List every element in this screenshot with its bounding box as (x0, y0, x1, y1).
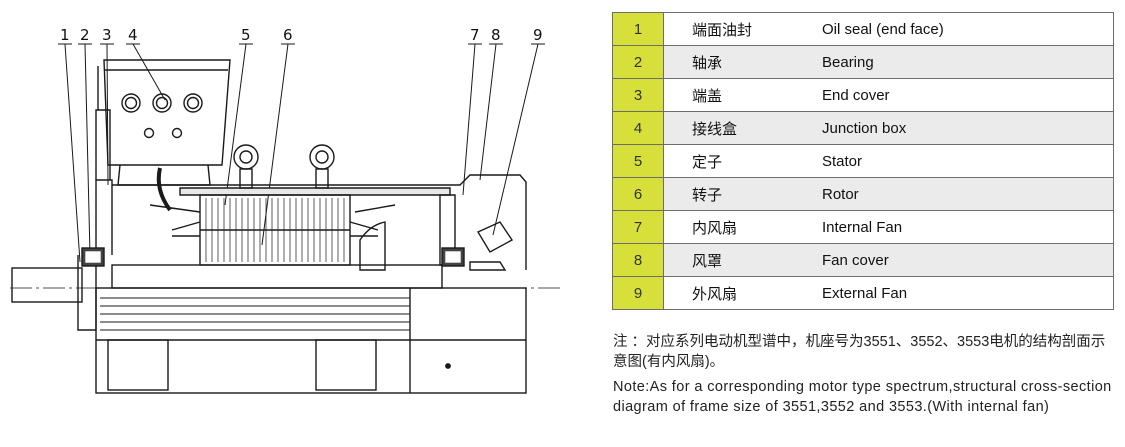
leader-lines (64, 43, 539, 263)
cell-en: Junction box (812, 111, 1114, 145)
label-9: 9 (533, 26, 543, 44)
cell-cn: 定子 (663, 144, 812, 178)
label-8: 8 (491, 26, 501, 44)
junction-box (103, 59, 231, 186)
label-3: 3 (102, 26, 112, 44)
motor-cross-section-diagram: 1 2 3 4 5 6 7 8 9 (10, 26, 560, 394)
cell-cn: 端面油封 (663, 12, 812, 46)
cell-num: 9 (612, 276, 664, 310)
callout-labels: 1 2 3 4 5 6 7 8 9 (60, 26, 543, 44)
lifting-eyes (233, 144, 335, 189)
cell-en: External Fan (812, 276, 1114, 310)
cell-en: Bearing (812, 45, 1114, 79)
cell-en: Fan cover (812, 243, 1114, 277)
cell-num: 2 (612, 45, 664, 79)
cell-cn: 端盖 (663, 78, 812, 112)
cell-en: Internal Fan (812, 210, 1114, 244)
label-2: 2 (80, 26, 90, 44)
cell-num: 3 (612, 78, 664, 112)
cell-en: Rotor (812, 177, 1114, 211)
rotor-body (111, 221, 443, 289)
label-5: 5 (241, 26, 251, 44)
cell-cn: 风罩 (663, 243, 812, 277)
cell-num: 8 (612, 243, 664, 277)
cell-cn: 轴承 (663, 45, 812, 79)
label-1: 1 (60, 26, 70, 44)
cell-num: 6 (612, 177, 664, 211)
cell-num: 4 (612, 111, 664, 145)
cell-num: 5 (612, 144, 664, 178)
note-english: Note:As for a corresponding motor type s… (613, 379, 1112, 415)
cell-cn: 内风扇 (663, 210, 812, 244)
cell-en: End cover (812, 78, 1114, 112)
label-4: 4 (128, 26, 138, 44)
frame-bottom (95, 287, 527, 394)
cell-en: Oil seal (end face) (812, 12, 1114, 46)
note-chinese: 注 ：对应系列电动机型谱中，机座号为3551、3552、3553电机的结构剖面示… (613, 334, 1106, 370)
internal-fan (439, 194, 465, 267)
cell-cn: 外风扇 (663, 276, 812, 310)
cell-num: 1 (612, 12, 664, 46)
label-6: 6 (283, 26, 293, 44)
cell-cn: 转子 (663, 177, 812, 211)
stator-rotor-core (149, 167, 396, 266)
label-7: 7 (470, 26, 480, 44)
cell-num: 7 (612, 210, 664, 244)
external-fan (469, 221, 514, 271)
cell-en: Stator (812, 144, 1114, 178)
cell-cn: 接线盒 (663, 111, 812, 145)
end-cover (77, 66, 113, 331)
shaft (10, 267, 560, 303)
